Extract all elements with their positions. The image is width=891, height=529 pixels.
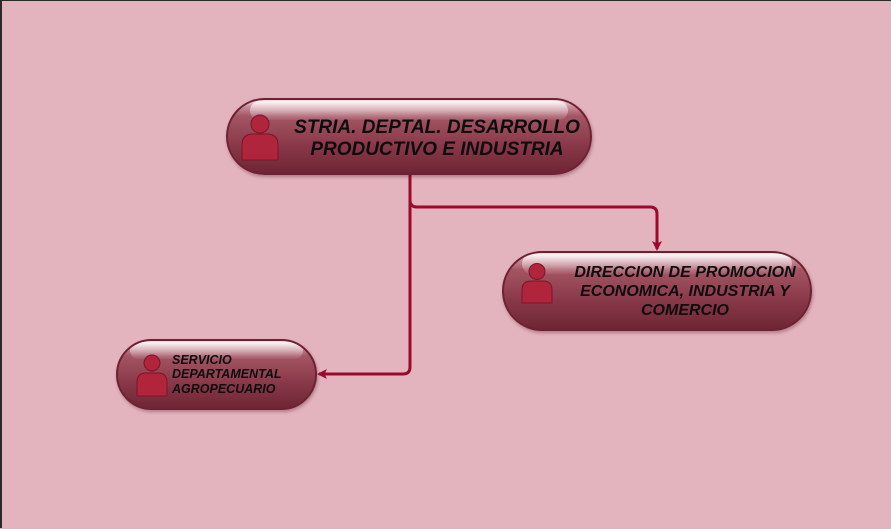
node-direccion-promocion[interactable]: DIRECCION DE PROMOCION ECONOMICA, INDUST… <box>502 251 812 331</box>
person-icon <box>241 114 279 161</box>
person-icon <box>521 263 553 304</box>
connector-top-to-right <box>408 175 662 251</box>
node-stria-deptal-desarrollo[interactable]: STRIA. DEPTAL. DESARROLLO PRODUCTIVO E I… <box>226 98 592 175</box>
person-icon <box>136 354 168 397</box>
node-servicio-agropecuario[interactable]: SERVICIO DEPARTAMENTAL AGROPECUARIO <box>116 339 317 410</box>
node-label: SERVICIO DEPARTAMENTAL AGROPECUARIO <box>172 353 282 396</box>
node-label: DIRECCION DE PROMOCION ECONOMICA, INDUST… <box>574 264 796 319</box>
node-label: STRIA. DEPTAL. DESARROLLO PRODUCTIVO E I… <box>294 117 580 161</box>
connector-top-to-left <box>317 175 412 379</box>
